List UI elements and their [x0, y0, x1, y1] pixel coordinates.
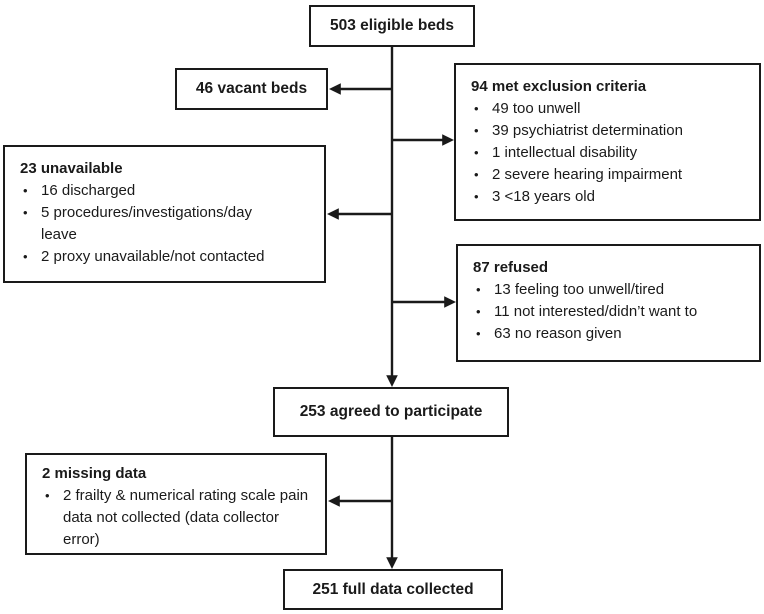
list-item-text: 1 intellectual disability	[492, 144, 638, 161]
list-item-text: 11 not interested/didn’t want to	[494, 303, 698, 320]
unavailable-list: • 16 discharged • 5 procedures/investiga…	[20, 180, 282, 268]
list-item-text: 63 no reason given	[494, 325, 622, 342]
list-item-text: 16 discharged	[41, 182, 136, 199]
exclusion-criteria-list: • 49 too unwell • 39 psychiatrist determ…	[471, 98, 749, 208]
missing-data-title: 2 missing data	[42, 465, 147, 482]
bullet-marker: •	[476, 282, 481, 297]
vacant-beds-label: 46 vacant beds	[195, 80, 308, 97]
bullet-marker: •	[23, 183, 28, 198]
list-item: • 1 intellectual disability	[471, 142, 749, 164]
list-item-text: 5 procedures/investigations/day leave	[41, 204, 252, 243]
list-item: • 13 feeling too unwell/tired	[473, 279, 749, 301]
full-data-label: 251 full data collected	[312, 580, 474, 598]
bullet-marker: •	[474, 189, 479, 204]
bullet-marker: •	[474, 167, 479, 182]
list-item-text: 2 proxy unavailable/not contacted	[41, 248, 265, 265]
box-full-data-collected: 251 full data collected	[283, 569, 503, 610]
list-item: • 3 <18 years old	[471, 186, 749, 208]
refused-list: • 13 feeling too unwell/tired • 11 not i…	[473, 279, 749, 345]
arrowhead-right-refused	[444, 296, 456, 308]
bullet-marker: •	[474, 123, 479, 138]
list-item-text: 39 psychiatrist determination	[492, 122, 683, 139]
box-vacant-beds: 46 vacant beds	[175, 68, 328, 110]
list-item: • 39 psychiatrist determination	[471, 120, 749, 142]
bullet-marker: •	[476, 326, 481, 341]
eligible-beds-label: 503 eligible beds	[329, 17, 455, 34]
box-exclusion-criteria: 94 met exclusion criteria • 49 too unwel…	[454, 63, 761, 221]
list-item-text: 2 severe hearing impairment	[492, 166, 683, 183]
bullet-marker: •	[474, 101, 479, 116]
box-refused: 87 refused • 13 feeling too unwell/tired…	[456, 244, 761, 362]
list-item-text: 2 frailty & numerical rating scale pain …	[63, 487, 309, 548]
exclusion-criteria-title: 94 met exclusion criteria	[471, 78, 647, 95]
list-item: • 2 severe hearing impairment	[471, 164, 749, 186]
arrowhead-down-agreed	[386, 375, 398, 387]
bullet-marker: •	[45, 488, 50, 503]
list-item: • 2 frailty & numerical rating scale pai…	[42, 485, 311, 551]
missing-data-list: • 2 frailty & numerical rating scale pai…	[42, 485, 311, 551]
box-unavailable: 23 unavailable • 16 discharged • 5 proce…	[3, 145, 326, 283]
arrowhead-left-vacant	[329, 83, 341, 95]
bullet-marker: •	[476, 304, 481, 319]
list-item: • 11 not interested/didn’t want to	[473, 301, 749, 323]
arrowhead-left-missing	[328, 495, 340, 507]
list-item: • 5 procedures/investigations/day leave	[20, 202, 282, 246]
box-agreed-to-participate: 253 agreed to participate	[273, 387, 509, 437]
refused-title: 87 refused	[473, 259, 549, 276]
agreed-label: 253 agreed to participate	[299, 403, 483, 420]
arrowhead-down-full	[386, 557, 398, 569]
box-missing-data: 2 missing data • 2 frailty & numerical r…	[25, 453, 327, 555]
arrowhead-left-unavailable	[327, 208, 339, 220]
arrowhead-right-excluded	[442, 134, 454, 146]
bullet-marker: •	[23, 205, 28, 220]
list-item: • 63 no reason given	[473, 323, 749, 345]
list-item: • 2 proxy unavailable/not contacted	[20, 246, 282, 268]
list-item: • 16 discharged	[20, 180, 282, 202]
list-item-text: 3 <18 years old	[492, 188, 595, 205]
bullet-marker: •	[474, 145, 479, 160]
list-item: • 49 too unwell	[471, 98, 749, 120]
box-eligible-beds: 503 eligible beds	[309, 5, 475, 47]
unavailable-title: 23 unavailable	[20, 160, 123, 177]
list-item-text: 13 feeling too unwell/tired	[494, 281, 665, 298]
bullet-marker: •	[23, 249, 28, 264]
list-item-text: 49 too unwell	[492, 100, 581, 117]
